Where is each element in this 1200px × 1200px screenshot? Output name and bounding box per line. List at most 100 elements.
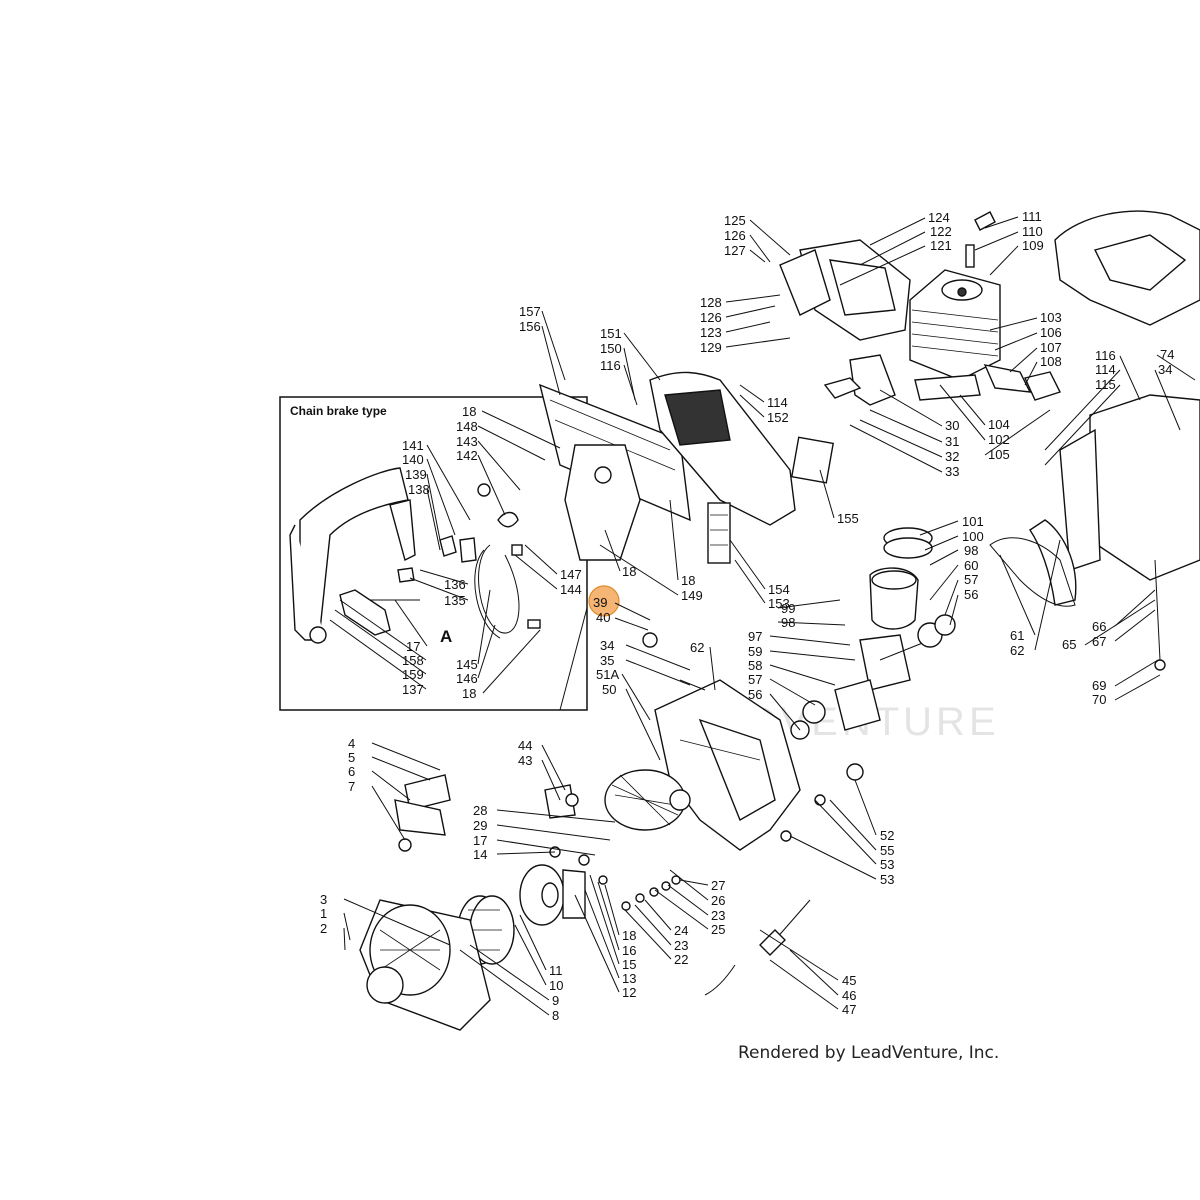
part-label[interactable]: 33 [945,464,959,479]
part-label[interactable]: 56 [748,687,762,702]
part-label[interactable]: 3 [320,892,327,907]
part-label[interactable]: 9 [552,993,559,1008]
part-label[interactable]: 104 [988,417,1010,432]
part-label[interactable]: 31 [945,434,959,449]
part-label[interactable]: 34 [1158,362,1172,377]
part-label[interactable]: 18 [622,564,636,579]
part-label[interactable]: 115 [1095,377,1116,392]
part-label[interactable]: 150 [600,341,622,356]
part-label[interactable]: 50 [602,682,616,697]
part-label[interactable]: 18 [681,573,695,588]
part-label[interactable]: 16 [622,943,636,958]
part-label[interactable]: 5 [348,750,355,765]
part-label[interactable]: 24 [674,923,688,938]
part-label[interactable]: 62 [1010,643,1024,658]
part-label[interactable]: 35 [600,653,614,668]
part-label[interactable]: 17 [473,833,487,848]
part-label[interactable]: 27 [711,878,725,893]
part-label[interactable]: 110 [1022,224,1043,239]
part-label[interactable]: 53 [880,872,894,887]
part-label[interactable]: 157 [519,304,541,319]
part-label[interactable]: 142 [456,448,478,463]
part-label[interactable]: 155 [837,511,859,526]
part-label[interactable]: 62 [690,640,704,655]
part-label[interactable]: 138 [408,482,430,497]
part-label[interactable]: 159 [402,667,424,682]
part-label[interactable]: 156 [519,319,541,334]
part-label[interactable]: 126 [724,228,746,243]
part-label[interactable]: 22 [674,952,688,967]
part-label[interactable]: 51A [596,667,619,682]
part-label[interactable]: 47 [842,1002,856,1017]
part-label[interactable]: 32 [945,449,959,464]
part-label[interactable]: 18 [622,928,636,943]
part-label[interactable]: 70 [1092,692,1106,707]
part-label[interactable]: 102 [988,432,1010,447]
part-label[interactable]: 4 [348,736,355,751]
part-label[interactable]: 23 [711,908,725,923]
part-label[interactable]: 25 [711,922,725,937]
part-label[interactable]: 7 [348,779,355,794]
part-label[interactable]: 128 [700,295,722,310]
part-label[interactable]: 1 [320,906,327,921]
part-label[interactable]: 114 [767,395,788,410]
part-label[interactable]: 60 [964,558,978,573]
part-label[interactable]: 146 [456,671,478,686]
part-label[interactable]: 140 [402,452,424,467]
part-label[interactable]: 17 [406,639,420,654]
part-label[interactable]: 99 [781,601,795,616]
part-label[interactable]: 108 [1040,354,1062,369]
part-label[interactable]: 14 [473,847,487,862]
part-label[interactable]: 2 [320,921,327,936]
part-label[interactable]: 145 [456,657,478,672]
part-label[interactable]: 109 [1022,238,1044,253]
part-label[interactable]: 59 [748,644,762,659]
part-label[interactable]: 121 [930,238,952,253]
part-label[interactable]: 43 [518,753,532,768]
part-label[interactable]: 8 [552,1008,559,1023]
part-label[interactable]: 154 [768,582,790,597]
part-label[interactable]: 74 [1160,347,1174,362]
part-label[interactable]: 116 [1095,348,1116,363]
part-label[interactable]: 158 [402,653,424,668]
part-label[interactable]: 151 [600,326,622,341]
part-label[interactable]: 13 [622,971,636,986]
part-label[interactable]: 143 [456,434,478,449]
part-label[interactable]: 61 [1010,628,1024,643]
part-label[interactable]: 65 [1062,637,1076,652]
part-label[interactable]: 30 [945,418,959,433]
part-label[interactable]: 55 [880,843,894,858]
part-label[interactable]: 56 [964,587,978,602]
part-label[interactable]: 103 [1040,310,1062,325]
part-label[interactable]: 40 [596,610,610,625]
part-label[interactable]: 57 [748,672,762,687]
part-label[interactable]: 18 [462,686,476,701]
part-label[interactable]: 149 [681,588,703,603]
part-label[interactable]: 15 [622,957,636,972]
part-label[interactable]: 129 [700,340,722,355]
part-label[interactable]: 106 [1040,325,1062,340]
part-label[interactable]: 148 [456,419,478,434]
part-label[interactable]: 98 [964,543,978,558]
part-label[interactable]: 66 [1092,619,1106,634]
part-label[interactable]: 12 [622,985,636,1000]
part-label[interactable]: 152 [767,410,789,425]
part-label[interactable]: 122 [930,224,952,239]
part-label[interactable]: 58 [748,658,762,673]
part-label[interactable]: 125 [724,213,746,228]
part-label[interactable]: 23 [674,938,688,953]
part-label[interactable]: 136 [444,577,466,592]
part-label[interactable]: 123 [700,325,722,340]
part-label[interactable]: 53 [880,857,894,872]
part-label[interactable]: 139 [405,467,427,482]
part-label[interactable]: 39 [593,595,607,610]
part-label[interactable]: 69 [1092,678,1106,693]
part-label[interactable]: 127 [724,243,746,258]
part-label[interactable]: 124 [928,210,950,225]
part-label[interactable]: 141 [402,438,424,453]
part-label[interactable]: 105 [988,447,1010,462]
part-label[interactable]: 116 [600,358,621,373]
part-label[interactable]: 57 [964,572,978,587]
part-label[interactable]: 111 [1022,209,1042,224]
part-label[interactable]: 34 [600,638,614,653]
